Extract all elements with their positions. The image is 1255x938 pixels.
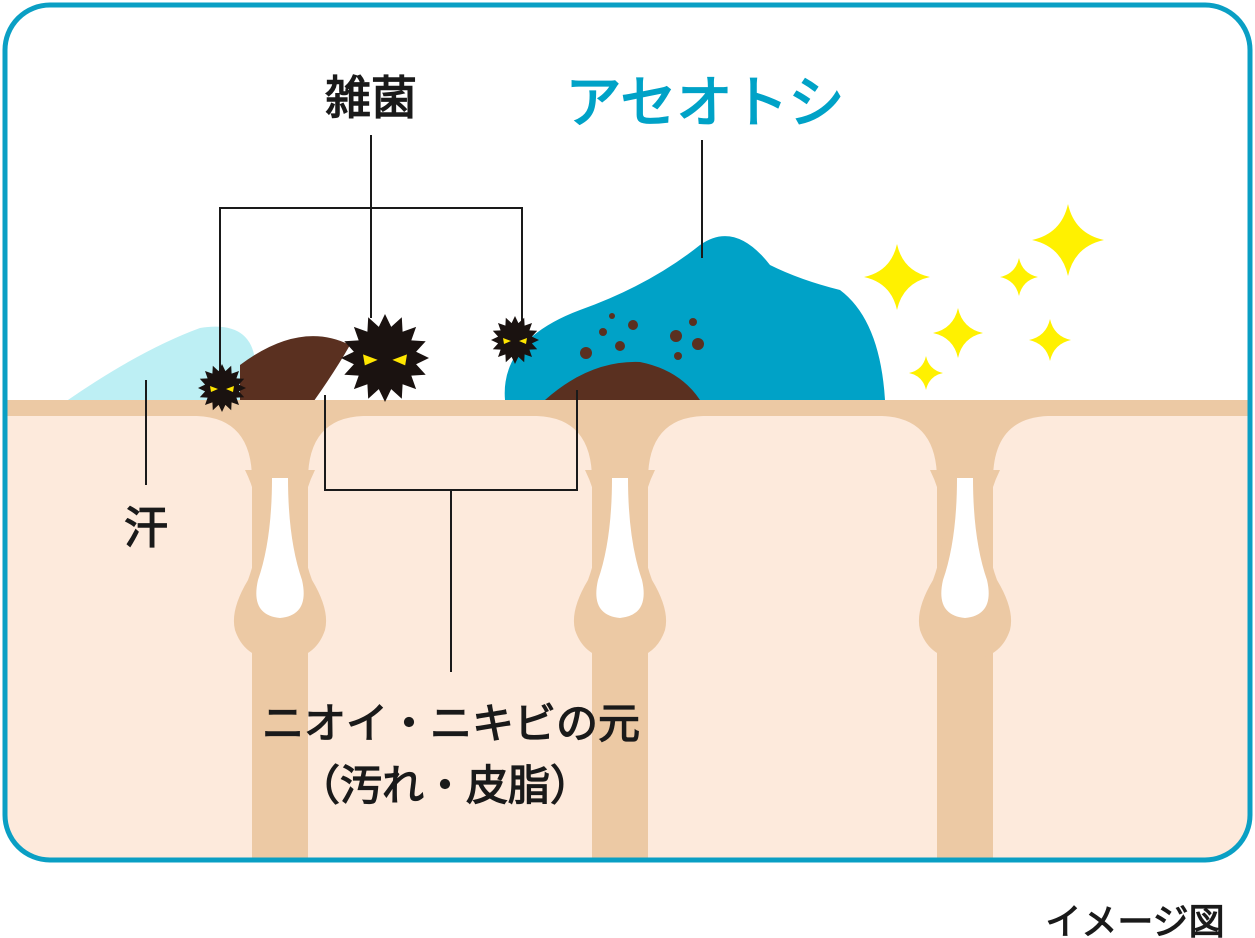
sparkle-icon — [1032, 204, 1104, 276]
pore-opening — [941, 478, 989, 618]
skin-cells — [5, 416, 1250, 860]
pore-opening — [596, 478, 644, 618]
sparkle-icon — [1000, 258, 1038, 296]
product-blob — [504, 236, 885, 400]
sweat-label: 汗 — [124, 503, 168, 554]
caption: イメージ図 — [1045, 902, 1225, 938]
leader-lines — [145, 135, 703, 672]
sparkle-icon — [864, 244, 930, 310]
product-label: アセオトシ — [565, 71, 845, 136]
frame-border — [2, 2, 1253, 863]
bacteria-label: 雑菌 — [325, 71, 417, 125]
bacteria-icon — [491, 316, 539, 364]
skin-cell — [5, 416, 252, 860]
sparkle-icon — [933, 308, 983, 358]
skin-cell — [993, 416, 1250, 860]
skin-cell — [648, 416, 937, 860]
sparkle-icon — [909, 356, 943, 390]
sparkle-icon — [1029, 319, 1071, 361]
product-particles — [580, 313, 704, 360]
bacteria-group — [198, 314, 539, 412]
pore-opening — [256, 478, 304, 618]
bacteria-icon — [341, 314, 429, 402]
source-label-line2: （汚れ・皮脂） — [297, 761, 593, 810]
pores — [233, 470, 1012, 660]
sparkles — [864, 204, 1104, 390]
source-label-line1: ニオイ・ニキビの元 — [261, 699, 641, 748]
bacteria-icon — [198, 364, 246, 412]
